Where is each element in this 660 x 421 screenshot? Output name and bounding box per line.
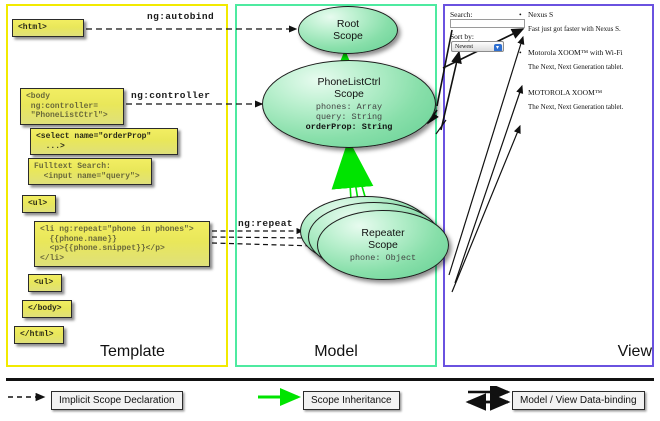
sort-by-select[interactable]: Newest ▾ [451, 41, 504, 52]
phone-name: MOTOROLA XOOM™ [528, 88, 623, 97]
chevron-down-icon: ▾ [493, 43, 502, 51]
list-item[interactable]: Motorola XOOM™ with Wi-Fi The Next, Next… [528, 48, 623, 71]
code-box-body-close: </body> [22, 300, 72, 318]
code-box-html-close: </html> [14, 326, 64, 344]
label-ng-controller: ng:controller [131, 90, 211, 101]
code-box-ul-open: <ul> [22, 195, 56, 213]
view-rendered-app: Search: Sort by: Newest ▾ Nexus S Fast j… [450, 10, 650, 135]
scope-prop-query: query: String [315, 112, 383, 122]
label-ng-autobind: ng:autobind [147, 11, 215, 22]
code-box-ul-close: <ul> [28, 274, 62, 292]
phone-name: Nexus S [528, 10, 621, 19]
code-box-select: <select name="orderProp" ...> [30, 128, 178, 155]
code-box-fulltext: Fulltext Search: <input name="query"> [28, 158, 152, 185]
search-input[interactable] [450, 19, 525, 28]
panel-model-label: Model [314, 343, 358, 360]
code-box-li-repeat: <li ng:repeat="phone in phones"> {{phone… [34, 221, 210, 267]
code-box-html: <html> [12, 19, 84, 37]
panel-model: Model [235, 4, 437, 367]
search-label: Search: [450, 10, 473, 19]
scope-prop-orderprop: orderProp: String [305, 122, 393, 132]
scope-phonelistctrl-props: phones: Array query: String orderProp: S… [306, 102, 393, 132]
panel-view-label: View [617, 343, 652, 360]
phone-snippet: The Next, Next Generation tablet. [528, 63, 624, 71]
phone-snippet: Fast just got faster with Nexus S. [528, 25, 621, 33]
code-box-body: <body ng:controller= "PhoneListCtrl"> [20, 88, 124, 125]
list-item[interactable]: Nexus S Fast just got faster with Nexus … [528, 10, 621, 33]
phone-snippet: The Next, Next Generation tablet. [528, 103, 624, 111]
legend-label-implicit-scope-declaration: Implicit Scope Declaration [51, 391, 183, 410]
panel-template-label: Template [100, 343, 165, 360]
sort-by-value: Newest [455, 44, 473, 50]
legend-arrows [8, 386, 511, 411]
scope-repeater-props: phone: Object [350, 253, 416, 263]
scope-prop-phone: phone: Object [349, 253, 417, 263]
phone-name: Motorola XOOM™ with Wi-Fi [528, 48, 623, 57]
list-item[interactable]: MOTOROLA XOOM™ The Next, Next Generation… [528, 88, 623, 111]
label-ng-repeat: ng:repeat [238, 218, 293, 229]
legend-label-model-view-data-binding: Model / View Data-binding [512, 391, 645, 410]
sort-by-label: Sort by: [450, 32, 474, 41]
legend-divider [6, 378, 654, 381]
scope-prop-phones: phones: Array [315, 102, 383, 112]
legend-label-scope-inheritance: Scope Inheritance [303, 391, 400, 410]
